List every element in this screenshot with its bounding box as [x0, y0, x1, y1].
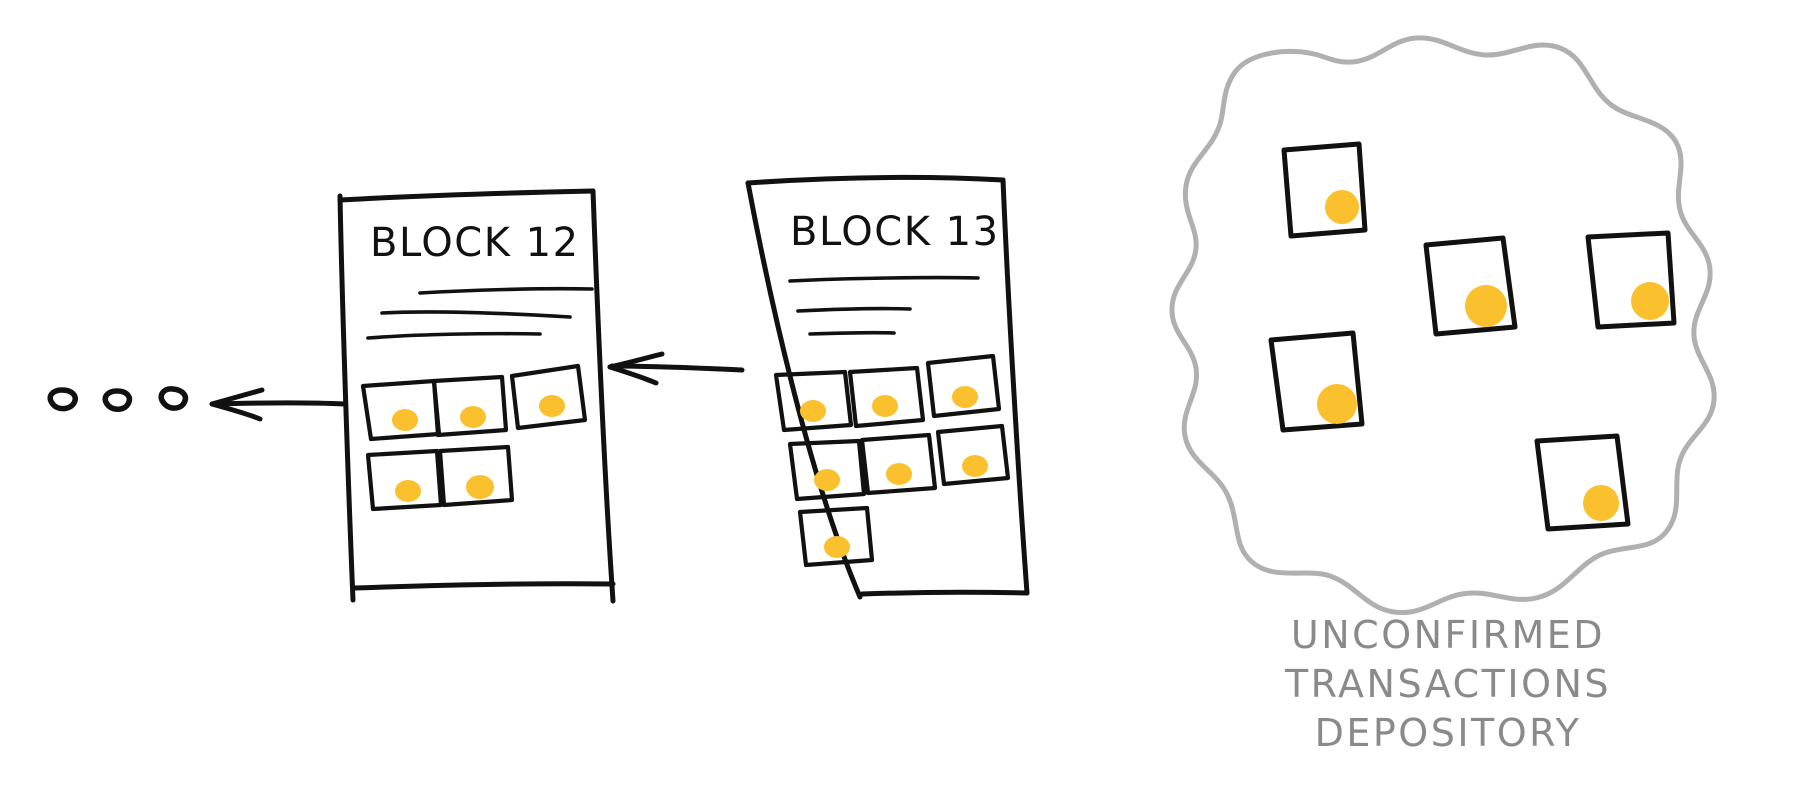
- tx-outline: [859, 432, 938, 496]
- transaction-square[interactable]: [1585, 230, 1677, 330]
- tx-outline: [797, 505, 875, 568]
- block-12-title: BLOCK 12: [370, 220, 580, 266]
- caption-line-3: DEPOSITORY: [1315, 711, 1582, 755]
- block-12-rule-1: [418, 286, 594, 295]
- transaction-coin: [800, 400, 826, 422]
- tx-outline: [1423, 235, 1518, 337]
- transaction-coin: [1631, 282, 1669, 320]
- unconfirmed-transactions-depository[interactable]: UNCONFIRMED TRANSACTIONS DEPOSITORY: [1169, 35, 1717, 755]
- block-12-transactions: [360, 363, 588, 512]
- block-12-outline-bottom: [352, 581, 616, 591]
- caption-line-1: UNCONFIRMED: [1291, 613, 1605, 657]
- transaction-square[interactable]: [935, 423, 1011, 487]
- tx-outline: [773, 369, 854, 433]
- block-13-outline-top: [745, 174, 1006, 186]
- block-13-outline-right: [1000, 177, 1030, 596]
- block-12[interactable]: BLOCK 12: [337, 188, 616, 604]
- block-13-rule-1: [788, 275, 980, 283]
- tx-outline: [431, 374, 509, 438]
- transaction-coin: [1317, 384, 1357, 424]
- arrow-head-lower: [607, 364, 659, 386]
- transaction-square[interactable]: [1268, 330, 1365, 433]
- ellipsis-dot-2: [102, 388, 133, 412]
- tx-outline: [1534, 433, 1631, 532]
- arrow-shaft: [609, 363, 745, 373]
- tx-outline: [847, 365, 926, 429]
- arrow-shaft: [211, 400, 348, 407]
- transaction-coin: [886, 463, 912, 485]
- depository-transactions: [1268, 141, 1677, 532]
- tx-outline: [437, 444, 515, 508]
- transaction-coin: [460, 406, 486, 428]
- transaction-square[interactable]: [787, 438, 867, 502]
- transaction-coin: [872, 395, 898, 417]
- tx-outline: [509, 363, 588, 431]
- block-13[interactable]: BLOCK 13: [745, 174, 1030, 600]
- arrow-head-lower: [209, 401, 263, 422]
- cloud-outline: [1169, 35, 1717, 616]
- block-13-outline-bottom: [859, 589, 1030, 597]
- tx-outline: [787, 438, 867, 502]
- transaction-square[interactable]: [1534, 433, 1631, 532]
- block-12-rule-3: [366, 331, 542, 340]
- tx-outline: [935, 423, 1011, 487]
- block-12-rule-2: [380, 310, 572, 319]
- tx-outline: [1268, 330, 1365, 433]
- transaction-square[interactable]: [859, 432, 938, 496]
- transaction-coin: [1583, 485, 1619, 521]
- transaction-coin: [824, 536, 850, 558]
- transaction-coin: [1325, 190, 1359, 224]
- ellipsis-dot-1: [47, 387, 78, 412]
- block-13-title: BLOCK 13: [790, 209, 1000, 255]
- transaction-square[interactable]: [1281, 141, 1368, 239]
- transaction-square[interactable]: [437, 444, 515, 508]
- transaction-coin: [539, 395, 565, 417]
- block-13-rule-3: [808, 330, 896, 336]
- transaction-square[interactable]: [925, 353, 1002, 419]
- transaction-square[interactable]: [847, 365, 926, 429]
- tx-outline: [365, 448, 444, 512]
- block-12-outline-left: [337, 193, 356, 603]
- transaction-square[interactable]: [365, 448, 444, 512]
- transaction-square[interactable]: [1423, 235, 1518, 337]
- block-13-rule-lines: [788, 275, 980, 336]
- ellipsis-dots-group: [47, 386, 189, 412]
- caption-line-2: TRANSACTIONS: [1284, 662, 1611, 706]
- tx-outline: [1585, 230, 1677, 330]
- depository-caption: UNCONFIRMED TRANSACTIONS DEPOSITORY: [1284, 613, 1611, 755]
- transaction-coin: [962, 455, 988, 477]
- block-12-outline-right: [590, 188, 616, 604]
- transaction-square[interactable]: [773, 369, 854, 433]
- block-13-transactions: [773, 353, 1011, 568]
- transaction-coin: [466, 475, 494, 499]
- block-12-outline-top: [337, 188, 596, 203]
- transaction-coin: [1465, 285, 1507, 327]
- tx-outline: [925, 353, 1002, 419]
- transaction-coin: [395, 480, 421, 502]
- transaction-coin: [814, 469, 840, 491]
- transaction-coin: [392, 409, 418, 431]
- block-12-rule-lines: [366, 286, 594, 340]
- transaction-square[interactable]: [797, 505, 875, 568]
- block-13-rule-2: [796, 306, 912, 313]
- arrow-block12-to-chain: [209, 387, 348, 422]
- ellipsis-dot-3: [158, 386, 189, 411]
- arrow-block13-to-block12: [607, 351, 745, 386]
- tx-outline: [1281, 141, 1368, 239]
- transaction-square[interactable]: [360, 378, 442, 442]
- transaction-square[interactable]: [509, 363, 588, 431]
- transaction-square[interactable]: [431, 374, 509, 438]
- transaction-coin: [952, 386, 978, 408]
